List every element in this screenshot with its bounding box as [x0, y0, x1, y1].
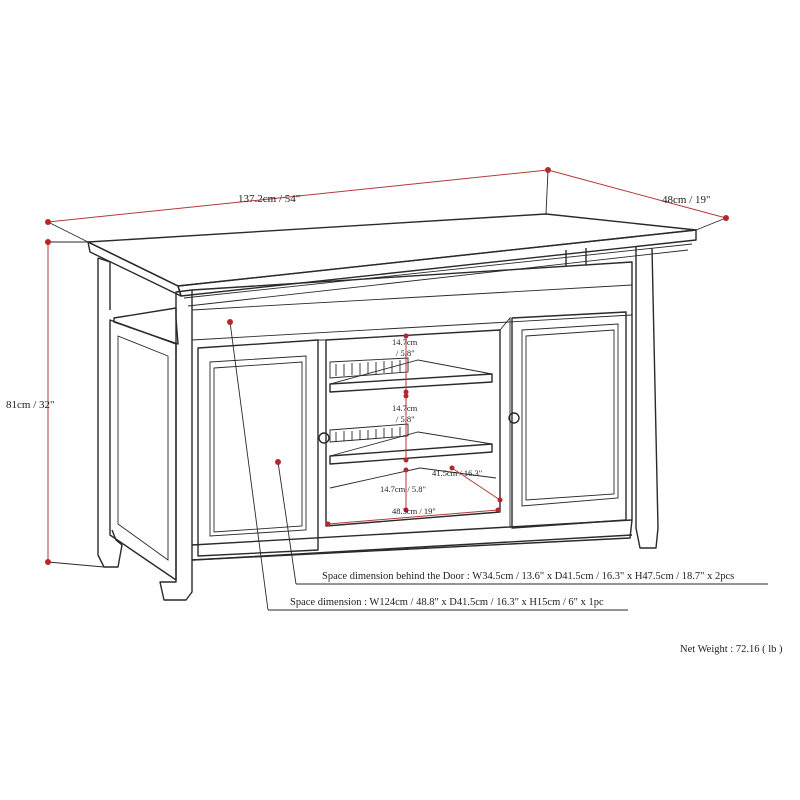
- upper-cable-slot: [329, 357, 409, 379]
- net-weight-label: Net Weight : 72.16 ( lb ): [680, 644, 783, 655]
- depth-label: 48cm / 19": [662, 194, 711, 206]
- width-dimension-line: [47, 169, 549, 223]
- left-door-panel: [209, 355, 307, 537]
- center-divider-right: [499, 316, 511, 528]
- bottom-floor: [329, 467, 497, 489]
- middle-shelf-top: [329, 431, 493, 457]
- depth-dot: [723, 215, 729, 221]
- middle-shelf-height-bottom: / 5.8": [396, 414, 415, 424]
- dimension-lines: [45, 167, 768, 611]
- width-dot-left: [45, 219, 51, 225]
- front-left-leg: [159, 289, 193, 601]
- behind-door-leader: [277, 461, 297, 585]
- left-side-panel: [109, 319, 177, 581]
- main-space-callout: Space dimension : W124cm / 48.8" x D41.5…: [290, 597, 604, 608]
- top-molding: [183, 243, 693, 307]
- left-side-inset: [117, 335, 169, 561]
- right-door-panel: [521, 323, 619, 507]
- upper-shelf-top: [329, 359, 493, 385]
- back-right-leg: [565, 246, 659, 549]
- main-space-leader: [229, 321, 269, 611]
- lower-cable-slot: [329, 423, 409, 443]
- dimension-labels: 137.2cm / 54" 48cm / 19" 81cm / 32" 14.7…: [6, 193, 783, 655]
- left-door: [197, 339, 319, 557]
- center-divider-left: [318, 339, 327, 526]
- right-door-knob: [508, 412, 520, 424]
- middle-shelf-height-top: 14.7cm: [392, 403, 418, 413]
- behind-door-dot: [275, 459, 281, 465]
- opening-width-line: [327, 509, 499, 525]
- left-door-knob: [318, 432, 330, 444]
- shelf-depth-label: 41.5cm / 16.3": [432, 468, 482, 478]
- opening-width-label: 48.3cm / 19": [392, 506, 436, 516]
- behind-door-callout: Space dimension behind the Door : W34.5c…: [322, 571, 734, 582]
- middle-shelf: [329, 443, 493, 465]
- width-label: 137.2cm / 54": [238, 193, 300, 205]
- height-dot-bottom: [45, 559, 51, 565]
- front-bottom-rail: [191, 519, 633, 561]
- height-label: 81cm / 32": [6, 399, 55, 411]
- upper-shelf-height-top: 14.7cm: [392, 337, 418, 347]
- upper-shelf: [329, 373, 493, 393]
- upper-shelf-height-bottom: / 5.8": [396, 348, 415, 358]
- depth-dimension-line: [547, 169, 727, 219]
- tv-stand-drawing: [87, 213, 697, 601]
- left-open-shelf: [113, 307, 179, 345]
- back-left-leg: [97, 257, 123, 568]
- front-apron: [191, 284, 633, 341]
- bottom-opening-height-label: 14.7cm / 5.8": [380, 484, 426, 494]
- shelf-depth-line: [451, 467, 501, 501]
- main-space-dot: [227, 319, 233, 325]
- top-left-edge: [87, 241, 182, 297]
- height-dot-top: [45, 239, 51, 245]
- right-door: [511, 311, 627, 529]
